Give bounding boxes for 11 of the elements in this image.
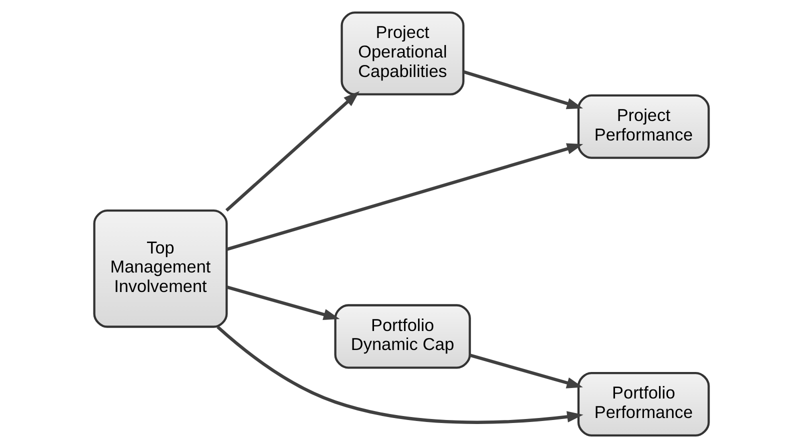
node-box: Project Operational Capabilities [340,12,464,96]
node-box: Portfolio Performance [576,372,710,436]
node-box: Project Performance [576,94,710,159]
arrow [226,286,340,320]
arrow [462,70,582,110]
arrow [226,143,583,251]
arrow [216,326,583,424]
node-box: Top Management Involvement [92,209,228,328]
arrow [468,354,582,388]
arrow [224,91,360,212]
node-box: Portfolio Dynamic Cap [334,304,470,369]
